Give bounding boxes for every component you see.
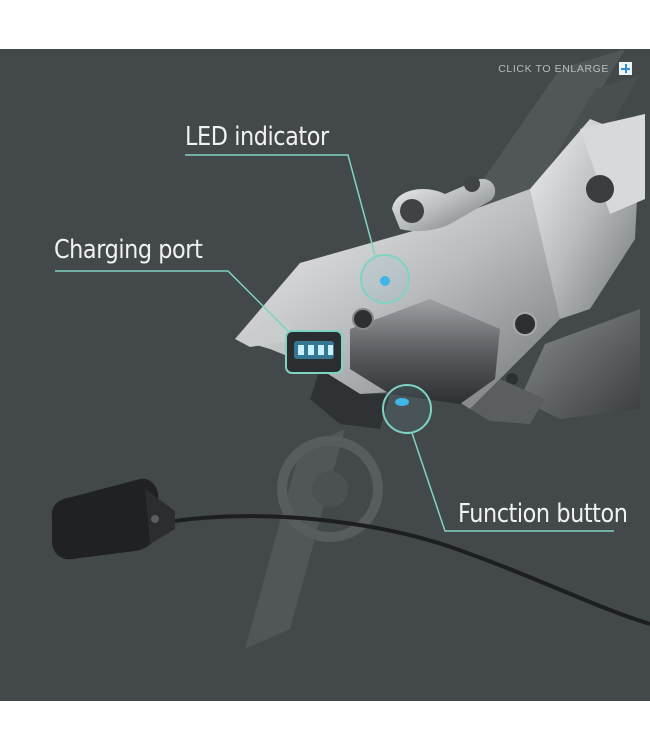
plus-icon[interactable] bbox=[619, 62, 632, 75]
charging-cable bbox=[174, 514, 650, 626]
function-button-label: Function button bbox=[458, 499, 628, 529]
product-image-panel: CLICK TO ENLARGE LED indicator Charging … bbox=[0, 49, 650, 701]
cable-plug bbox=[51, 478, 175, 560]
charging-port bbox=[285, 330, 343, 374]
led-callout-line bbox=[185, 154, 376, 256]
enlarge-label: CLICK TO ENLARGE bbox=[498, 62, 609, 75]
derailleur-body bbox=[235, 114, 645, 429]
derailleur-illustration bbox=[51, 49, 650, 649]
click-to-enlarge[interactable]: CLICK TO ENLARGE bbox=[498, 62, 632, 75]
function-button bbox=[382, 384, 432, 434]
function-callout-line bbox=[411, 432, 614, 532]
led-indicator-label: LED indicator bbox=[185, 122, 329, 152]
led-indicator bbox=[360, 254, 410, 304]
charging-port-label: Charging port bbox=[54, 235, 203, 265]
charging-callout-line bbox=[55, 270, 289, 332]
